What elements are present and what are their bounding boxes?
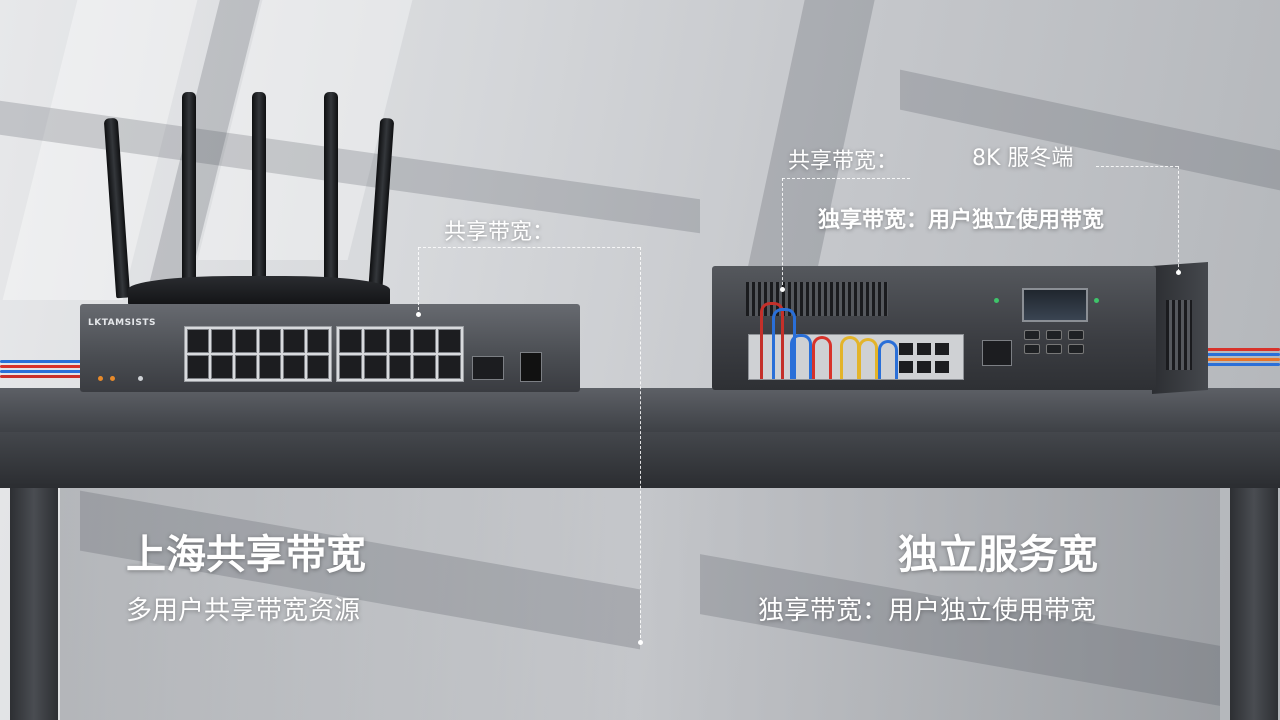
server-led-green-2 [1094, 298, 1099, 303]
switch-port [307, 355, 329, 379]
server-wire-yellow-2 [858, 338, 878, 379]
server-display [1022, 288, 1088, 322]
switch-port [363, 329, 387, 353]
router-antenna-4 [324, 92, 338, 280]
cable-blue-right-2 [1204, 363, 1280, 366]
server-button [1024, 330, 1040, 340]
switch-port [211, 355, 233, 379]
router-callout-dot [416, 312, 421, 317]
router-callout-line-h [418, 247, 640, 248]
switch-led-orange-2 [110, 376, 115, 381]
switch-port [307, 329, 329, 353]
switch-uplink-port [472, 356, 504, 380]
server-port [917, 361, 931, 373]
router-antenna-2 [182, 92, 196, 280]
switch-brand-label: LKTAMSISTS [88, 318, 157, 328]
switch-port [283, 355, 305, 379]
switch-port [283, 329, 305, 353]
switch-led-white [138, 376, 143, 381]
cable-red-right [1204, 348, 1280, 351]
server-button [1068, 344, 1084, 354]
server-button [1046, 344, 1062, 354]
router-antenna-3 [252, 92, 266, 280]
cable-blue-right [1204, 353, 1280, 356]
router-callout-label: 共享带宽： [444, 220, 555, 245]
table-leg-right [1230, 488, 1278, 720]
server-callout-dot-2 [1176, 270, 1181, 275]
switch-port [413, 355, 437, 379]
switch-port [413, 329, 437, 353]
right-caption-subtitle: 独享带宽：用户独立使用带宽 [758, 596, 1097, 626]
switch-port [339, 355, 362, 379]
switch-power-switch [520, 352, 542, 382]
cable-red [0, 365, 86, 368]
server-button [1068, 330, 1084, 340]
server-wire-blue-3 [878, 340, 898, 379]
switch-port [187, 329, 209, 353]
server-8k-label: 8K 服冬端 [972, 146, 1074, 171]
switch-port [339, 329, 362, 353]
left-caption-subtitle: 多用户共享带宽资源 [126, 596, 361, 626]
switch-port [187, 355, 209, 379]
switch-port-block-2 [336, 326, 464, 382]
center-callout-line [640, 247, 641, 643]
switch-port [235, 355, 257, 379]
server-wire-yellow [840, 336, 860, 379]
center-callout-dot [638, 640, 643, 645]
switch-port-block-1 [184, 326, 332, 382]
cable-blue [0, 360, 86, 363]
server-side-vent [1166, 300, 1192, 370]
server-wire-red-2 [812, 336, 832, 379]
switch-led-orange [98, 376, 103, 381]
switch-port [388, 355, 412, 379]
switch-port [211, 329, 233, 353]
server-detail-label: 独享带宽：用户独立使用带宽 [818, 208, 1105, 233]
cable-red-2 [0, 375, 86, 378]
switch-port [438, 355, 461, 379]
table-leg-left [10, 488, 58, 720]
switch-port [388, 329, 412, 353]
switch-port [259, 355, 281, 379]
server-callout-line-v [782, 178, 783, 290]
server-callout-line-v2 [1178, 166, 1179, 272]
server-wire-red [760, 302, 784, 379]
switch-port [363, 355, 387, 379]
server-port [899, 343, 913, 355]
server-callout-line-h [782, 178, 910, 179]
network-switch: LKTAMSISTS [80, 304, 580, 392]
server-button [1046, 330, 1062, 340]
server-led-green [994, 298, 999, 303]
left-caption-title: 上海共享带宽 [126, 532, 366, 578]
cable-blue-2 [0, 370, 86, 373]
server-port [935, 361, 949, 373]
server-uplink-port [982, 340, 1012, 366]
cable-orange-right [1204, 358, 1280, 361]
server-button [1024, 344, 1040, 354]
server-callout-dot [780, 287, 785, 292]
server-callout-line-h2 [1096, 166, 1178, 167]
server-wire-blue-2 [790, 334, 812, 379]
right-caption-title: 独立服务宽 [898, 532, 1098, 578]
server-callout-label: 共享带宽： [788, 149, 899, 174]
switch-port [259, 329, 281, 353]
server-port [935, 343, 949, 355]
switch-port [438, 329, 461, 353]
switch-port [235, 329, 257, 353]
router-callout-line-v [418, 247, 419, 315]
server-port [899, 361, 913, 373]
server-port [917, 343, 931, 355]
